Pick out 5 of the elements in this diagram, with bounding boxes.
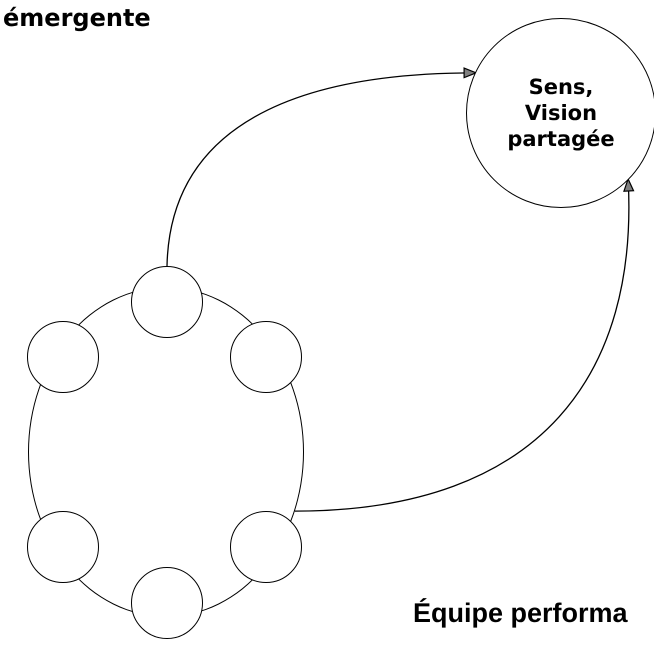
caption-text: Équipe performa xyxy=(413,598,628,629)
node-text: Sens, Vision partagée xyxy=(506,74,616,152)
caption-text: émergente xyxy=(3,4,151,32)
curved-arrow xyxy=(166,68,477,266)
curved-arrow xyxy=(294,178,634,512)
